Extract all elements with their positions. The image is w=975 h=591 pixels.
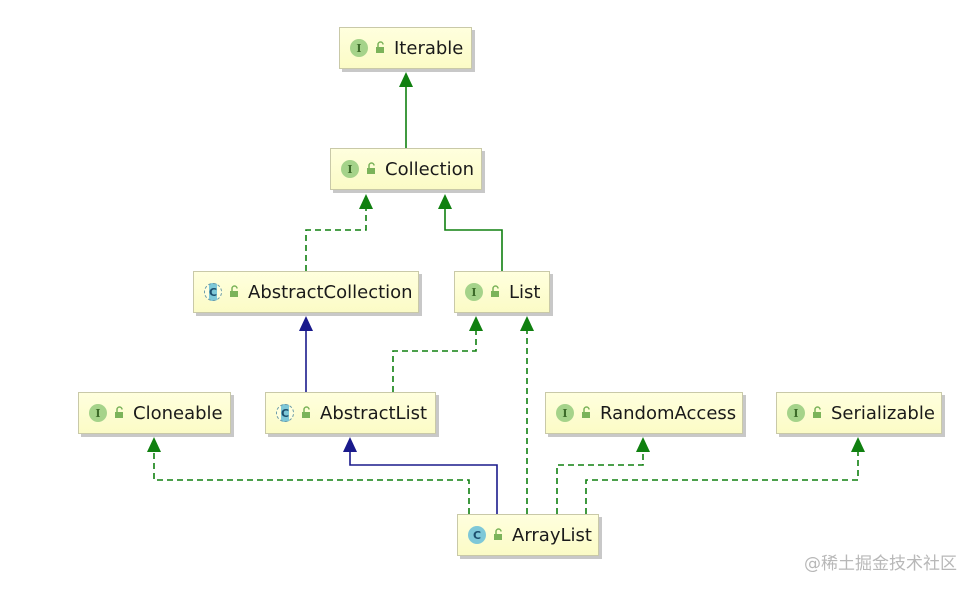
interface-icon: I — [350, 39, 368, 57]
node-collection[interactable]: I Collection — [330, 148, 482, 190]
interface-icon: I — [787, 404, 805, 422]
arrowhead — [636, 437, 650, 452]
edge-list-to-collection — [444, 209, 503, 271]
open-lock-icon — [491, 285, 499, 297]
interface-icon: I — [465, 283, 483, 301]
node-array-list[interactable]: C ArrayList — [457, 514, 599, 556]
node-label: List — [509, 281, 541, 303]
node-label: RandomAccess — [600, 402, 737, 424]
node-iterable[interactable]: I Iterable — [339, 27, 472, 69]
interface-icon: I — [341, 160, 359, 178]
watermark: @稀土掘金技术社区 — [804, 554, 957, 574]
node-serializable[interactable]: I Serializable — [776, 392, 942, 434]
arrowhead — [851, 437, 865, 452]
arrowhead — [399, 72, 413, 87]
edge-array-list-to-random-access — [556, 452, 644, 514]
node-label: Cloneable — [133, 402, 223, 424]
arrowhead — [147, 437, 161, 452]
interface-icon: I — [556, 404, 574, 422]
arrowhead — [359, 194, 373, 209]
open-lock-icon — [582, 406, 590, 418]
open-lock-icon — [367, 162, 375, 174]
interface-icon: I — [89, 404, 107, 422]
open-lock-icon — [302, 406, 310, 418]
arrowhead — [469, 316, 483, 331]
node-random-access[interactable]: I RandomAccess — [545, 392, 743, 434]
open-lock-icon — [494, 528, 502, 540]
node-label: Iterable — [394, 37, 464, 59]
open-lock-icon — [376, 41, 384, 53]
edge-array-list-to-serializable — [585, 452, 859, 514]
node-label: Collection — [385, 158, 475, 180]
edge-abstract-list-to-list — [392, 331, 477, 392]
open-lock-icon — [230, 285, 238, 297]
arrowhead — [343, 437, 357, 452]
node-list[interactable]: I List — [454, 271, 550, 313]
arrowhead — [520, 316, 534, 331]
arrowhead — [438, 194, 452, 209]
node-abstract-list[interactable]: C AbstractList — [265, 392, 436, 434]
node-label: ArrayList — [512, 524, 592, 546]
open-lock-icon — [813, 406, 821, 418]
node-abstract-collection[interactable]: C AbstractCollection — [193, 271, 419, 313]
open-lock-icon — [115, 406, 123, 418]
class-icon: C — [468, 526, 486, 544]
edge-abstract-collection-to-collection — [305, 209, 367, 271]
edge-array-list-to-cloneable — [153, 452, 470, 514]
edge-array-list-to-abstract-list — [349, 452, 498, 514]
node-label: AbstractCollection — [248, 281, 413, 303]
abstract-class-icon: C — [204, 283, 222, 301]
node-cloneable[interactable]: I Cloneable — [78, 392, 231, 434]
arrowhead — [299, 316, 313, 331]
abstract-class-icon: C — [276, 404, 294, 422]
node-label: AbstractList — [320, 402, 428, 424]
node-label: Serializable — [831, 402, 935, 424]
